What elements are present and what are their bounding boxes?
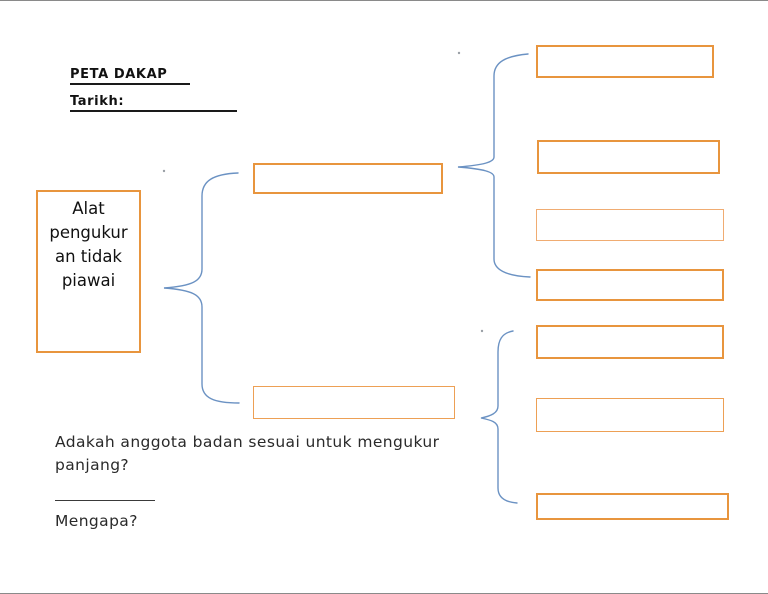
left-brace: [163, 172, 240, 404]
leaf-box-6: [536, 398, 724, 432]
leaf-box-2: [537, 140, 720, 174]
top-right-brace: [457, 53, 531, 278]
page-edge-top: [0, 0, 768, 1]
bottom-right-brace: [480, 330, 518, 504]
page-title: PETA DAKAP: [70, 67, 190, 85]
leaf-box-7: [536, 493, 729, 520]
root-box-line: piawai: [61, 271, 116, 290]
root-box: Alat pengukur an tidak piawai: [36, 190, 141, 353]
why-label: Mengapa?: [55, 512, 138, 530]
answer-blank-line: [55, 500, 155, 501]
question-text: Adakah anggota badan sesuai untuk menguk…: [55, 433, 440, 474]
leaf-box-5: [536, 325, 724, 359]
root-box-line: pengukur: [49, 223, 128, 242]
branch-box-top: [253, 163, 443, 194]
root-box-line: an tidak: [54, 247, 122, 266]
stray-dot: [162, 169, 166, 173]
root-box-line: Alat: [72, 199, 105, 218]
leaf-box-1: [536, 45, 714, 78]
leaf-box-3: [536, 209, 724, 241]
date-label: Tarikh:: [70, 94, 237, 112]
stray-dot: [457, 51, 461, 55]
leaf-box-4: [536, 269, 724, 301]
stray-dot: [480, 329, 484, 333]
branch-box-bottom: [253, 386, 455, 419]
